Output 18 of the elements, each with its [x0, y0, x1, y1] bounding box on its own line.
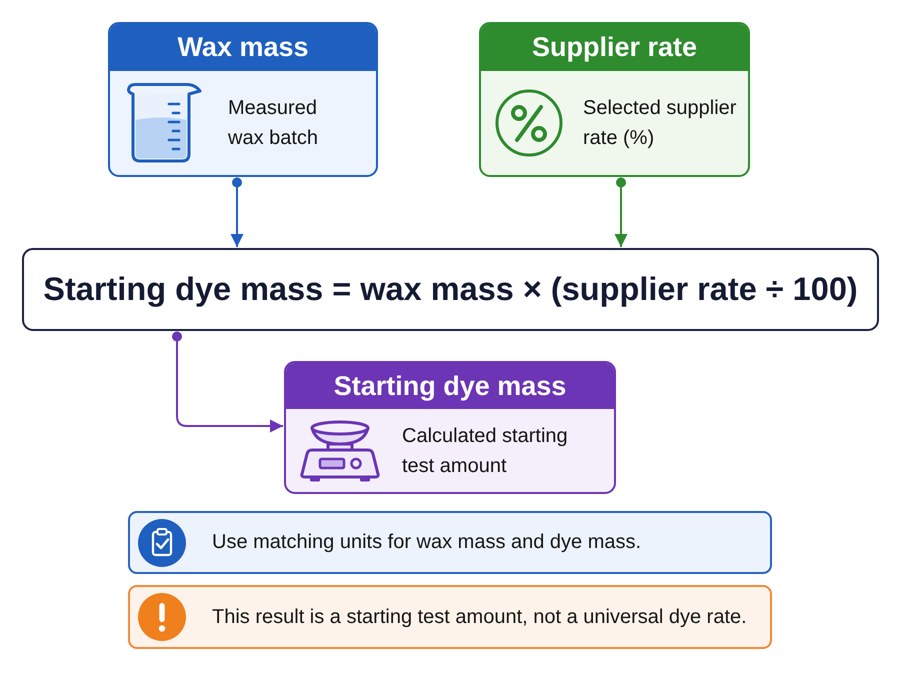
formula-box	[22, 248, 879, 331]
arrow	[230, 178, 244, 247]
card-description: Measured wax batch	[228, 96, 320, 151]
warning-banner	[128, 585, 772, 649]
card-description: Calculated starting test amount	[402, 424, 569, 478]
input-card	[108, 22, 378, 177]
card-title: Supplier rate	[481, 24, 748, 71]
arrow	[172, 332, 283, 432]
note-text: This result is a starting test amount, not a universal dye rate.	[212, 606, 747, 628]
note-text: Use matching units for wax mass and dye mass.	[212, 531, 642, 554]
result-card	[284, 361, 616, 494]
formula-text: Starting dye mass = wax mass × (supplier rate ÷ 100)	[43, 271, 858, 308]
card-description: Selected supplier rate (%)	[583, 96, 738, 151]
card-title: Wax mass	[110, 24, 376, 71]
note-banner	[128, 511, 772, 574]
input-card	[479, 22, 750, 177]
arrow	[614, 178, 628, 247]
card-title: Starting dye mass	[286, 363, 614, 409]
